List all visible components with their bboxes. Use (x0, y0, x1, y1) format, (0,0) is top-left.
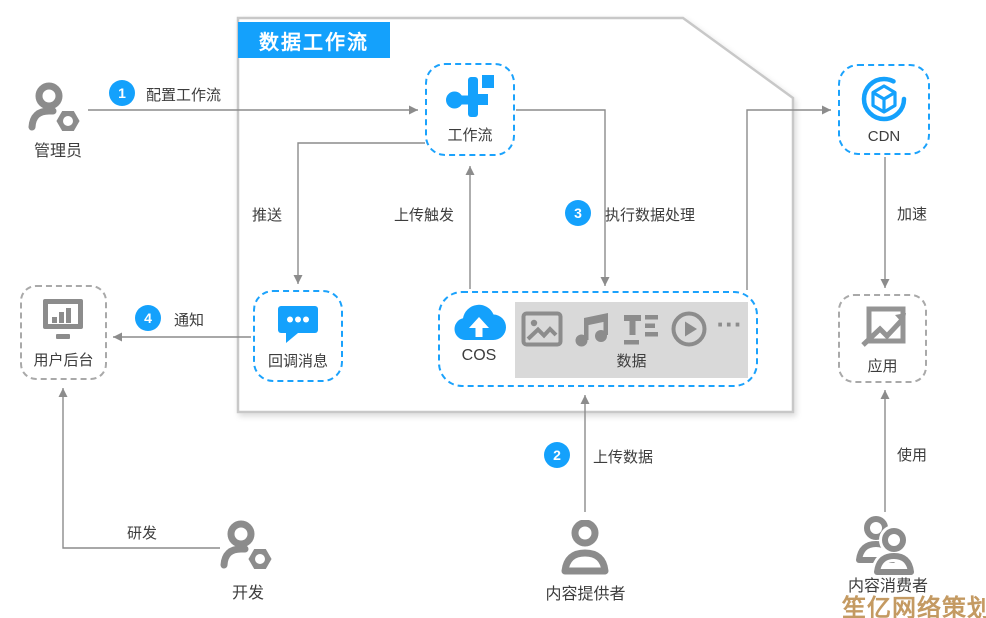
admin-label: 管理员 (33, 143, 82, 160)
image-icon (521, 311, 562, 347)
arrow-to-cdn (746, 105, 831, 290)
consumer-people-icon (856, 516, 917, 576)
node-workflow: 工作流 (425, 63, 515, 156)
step-1-badge: 1 (109, 80, 135, 106)
workflow-icon (446, 74, 494, 117)
node-workflow-label: 工作流 (447, 126, 493, 144)
node-callback: 回调消息 (253, 290, 343, 382)
flow-label-accelerate: 加速 (897, 206, 928, 223)
watermark: 笙亿网络策划 (842, 595, 986, 618)
text-icon (623, 315, 658, 345)
developer-label: 开发 (231, 585, 264, 602)
data-group: ··· 数据 (515, 302, 748, 378)
flow-label-upload-trigger: 上传触发 (394, 207, 455, 224)
provider-person-icon (561, 520, 609, 575)
content-consumer-label: 内容消费者 (847, 578, 928, 595)
app-chart-icon (860, 306, 906, 347)
node-cdn-label: CDN (867, 127, 901, 145)
cloud-upload-icon (454, 304, 506, 341)
developer-person-icon (220, 520, 275, 572)
monitor-chart-icon (42, 298, 83, 339)
node-user-backend: 用户后台 (20, 285, 107, 380)
cdn-icon (861, 76, 907, 121)
node-cos-label: COS (461, 347, 497, 364)
admin-person-icon (28, 82, 83, 134)
flow-label-rd: 研发 (127, 525, 158, 542)
node-callback-label: 回调消息 (267, 353, 328, 370)
music-icon (575, 313, 608, 347)
flow-label-push: 推送 (252, 207, 283, 224)
node-app-label: 应用 (867, 357, 898, 375)
node-cos-data: COS (438, 291, 758, 387)
step-4-badge: 4 (135, 305, 161, 331)
node-user-backend-label: 用户后台 (33, 351, 94, 369)
arrow-push (293, 142, 425, 284)
flow-label-configure: 配置工作流 (146, 87, 222, 104)
arrow-execute-processing (516, 109, 610, 286)
flow-label-upload-data: 上传数据 (593, 449, 654, 466)
flow-label-notify: 通知 (174, 312, 205, 329)
diagram-title: 数据工作流 (238, 22, 390, 58)
data-icons: ··· (521, 309, 743, 348)
node-app: 应用 (838, 294, 927, 383)
ellipsis-icon: ··· (716, 309, 743, 339)
flow-label-execute: 执行数据处理 (605, 207, 696, 224)
step-3-badge: 3 (565, 200, 591, 226)
content-provider-label: 内容提供者 (545, 586, 626, 603)
message-icon (278, 306, 318, 343)
cos-group: COS (446, 299, 512, 365)
node-data-label: 数据 (616, 353, 647, 370)
arrow-rd (58, 388, 220, 549)
node-cdn: CDN (838, 64, 930, 155)
flow-label-use: 使用 (897, 447, 928, 464)
play-icon (671, 311, 706, 347)
step-2-badge: 2 (544, 442, 570, 468)
